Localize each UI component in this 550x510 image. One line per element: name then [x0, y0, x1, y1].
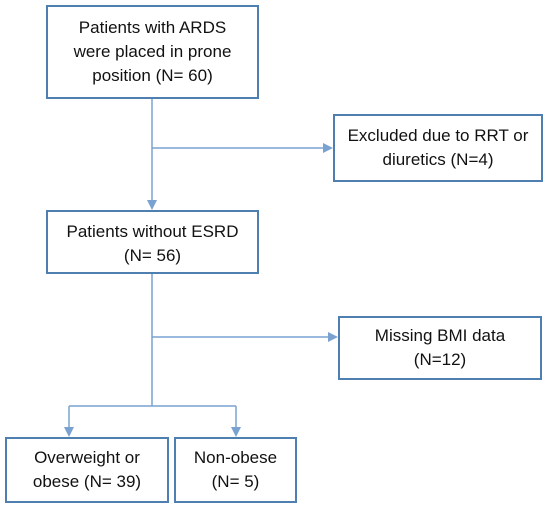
without-esrd-box: Patients without ESRD (N= 56) [46, 210, 259, 274]
excluded-line-1: Excluded due to RRT or [347, 126, 529, 145]
missing-bmi-line-1: Missing BMI data [374, 326, 506, 345]
prone-line-3: position (N= 60) [92, 66, 213, 85]
missing-bmi-line-2: (N=12) [413, 350, 467, 369]
excluded-rrt-box: Excluded due to RRT or diuretics (N=4) [333, 114, 543, 182]
non-obese-box: Non-obese (N= 5) [174, 437, 297, 503]
prone-position-box: Patients with ARDS were placed in prone … [46, 5, 259, 99]
excluded-line-2: diuretics (N=4) [382, 150, 494, 169]
overweight-obese-box: Overweight or obese (N= 39) [5, 437, 169, 503]
without-esrd-line-2: (N= 56) [123, 246, 182, 265]
overweight-line-2: obese (N= 39) [32, 472, 142, 491]
non-obese-line-2: (N= 5) [211, 472, 260, 491]
prone-line-1: Patients with ARDS [78, 18, 227, 37]
non-obese-line-1: Non-obese [193, 448, 278, 467]
prone-line-2: were placed in prone [73, 42, 232, 61]
without-esrd-line-1: Patients without ESRD [66, 222, 239, 241]
missing-bmi-box: Missing BMI data (N=12) [338, 316, 542, 380]
overweight-line-1: Overweight or [34, 448, 140, 467]
